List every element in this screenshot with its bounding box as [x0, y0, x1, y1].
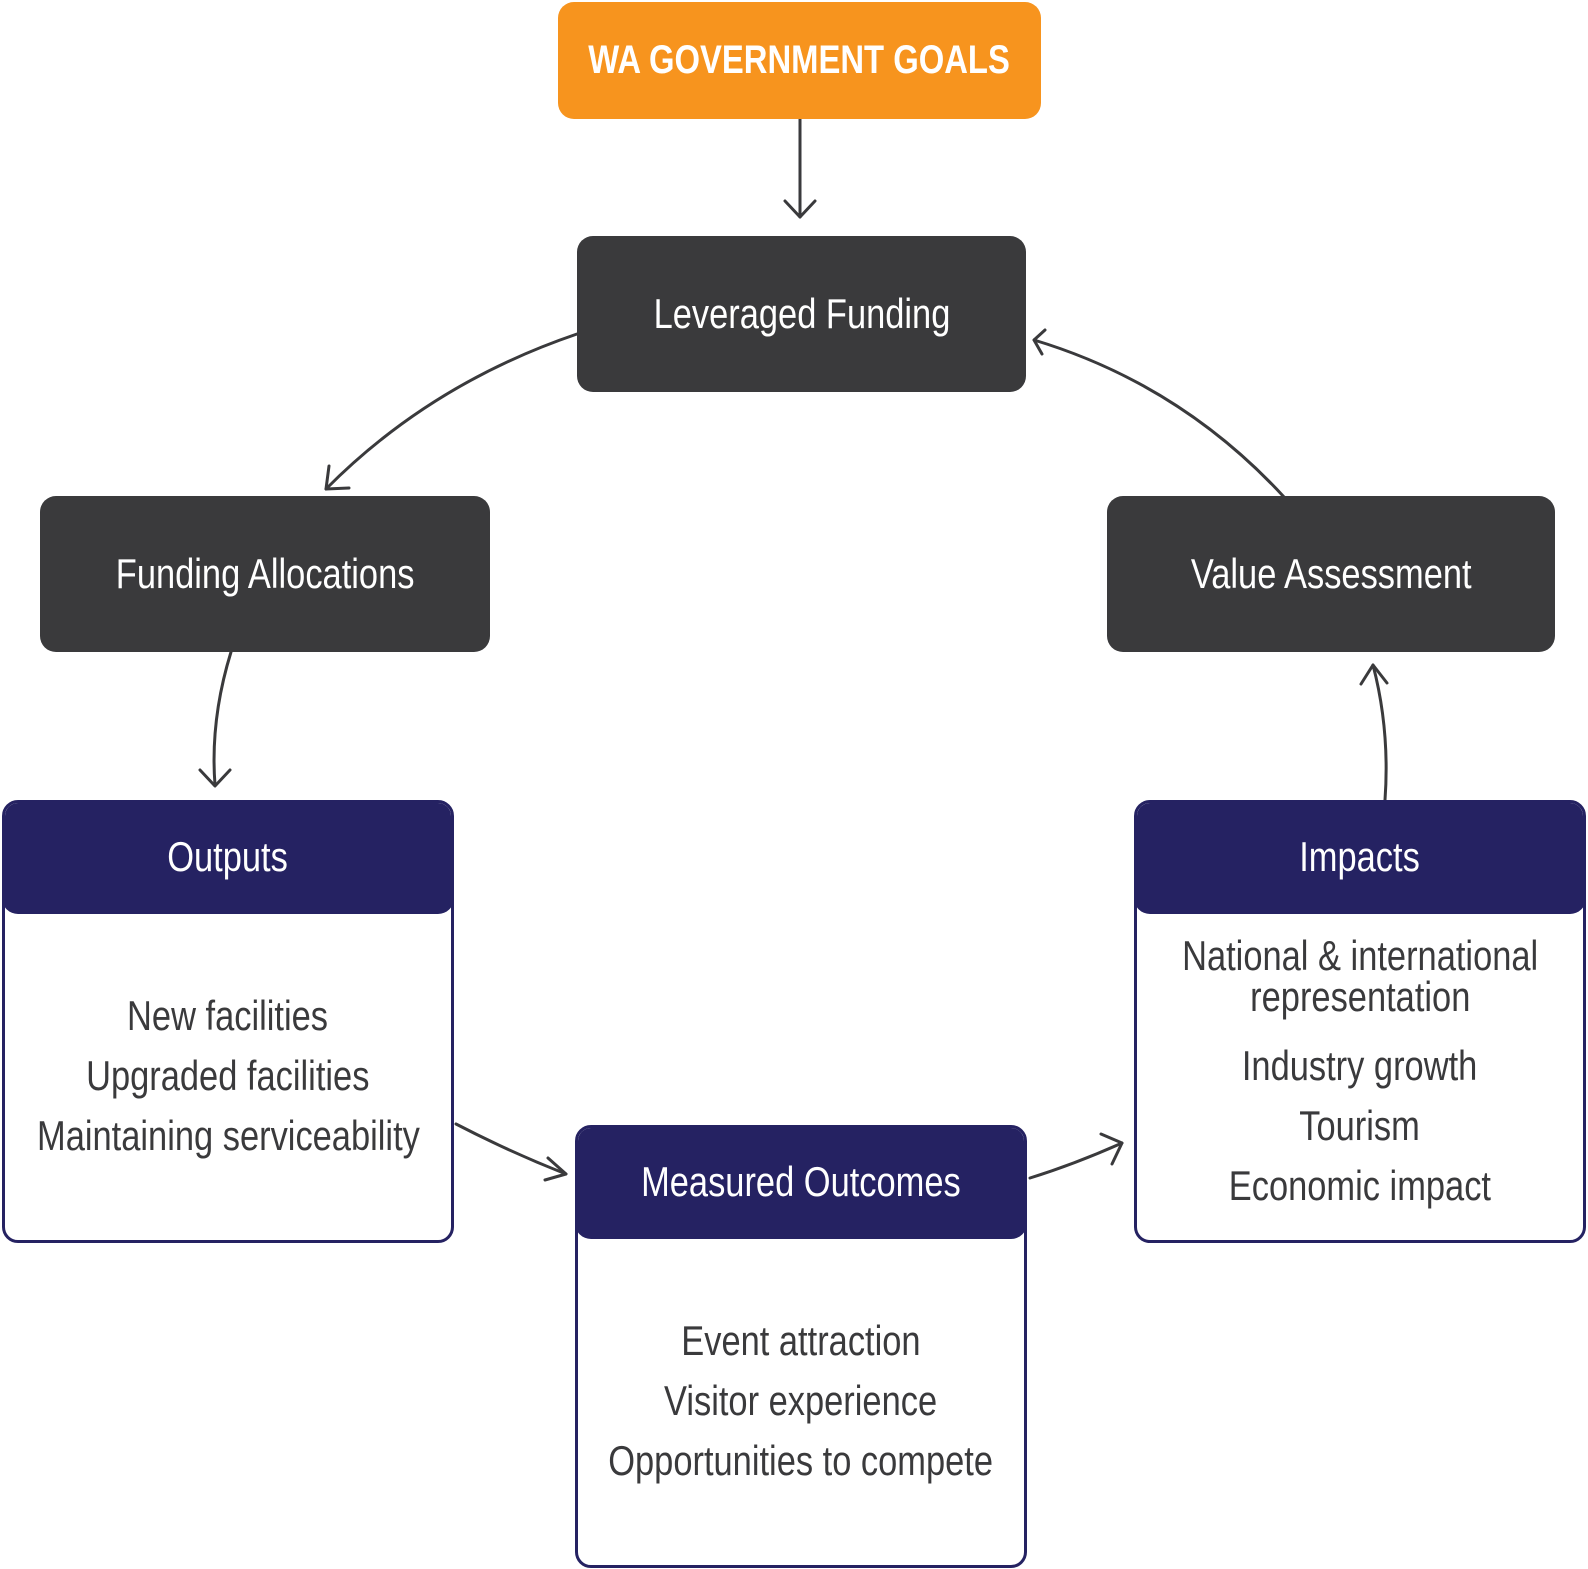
- arrowhead-impacts-to-value: [1359, 663, 1389, 686]
- measured-outcomes-item: Event attraction: [681, 1316, 921, 1364]
- connector-impacts-to-value: [1371, 663, 1388, 802]
- funding-allocations-box: Funding Allocations: [40, 496, 490, 652]
- value-assessment-label: Value Assessment: [1190, 550, 1472, 597]
- measured-outcomes-item: Visitor experience: [664, 1376, 938, 1424]
- arrowhead-measured-to-impacts: [1099, 1132, 1124, 1166]
- impacts-item: National & international representation: [1143, 932, 1577, 1020]
- impacts-item-line: representation: [1249, 973, 1471, 1020]
- measured-outcomes-header: Measured Outcomes: [578, 1128, 1024, 1239]
- impacts-title: Impacts: [1299, 833, 1421, 880]
- arrowhead-goal-to-leveraged-funding: [783, 199, 817, 219]
- connector-leveraged-to-allocations: [324, 332, 579, 491]
- connector-measured-to-impacts: [1028, 1141, 1124, 1180]
- outputs-title: Outputs: [167, 833, 289, 880]
- funding-allocations-label: Funding Allocations: [115, 550, 415, 597]
- impacts-panel: Impacts National & international represe…: [1134, 800, 1586, 1243]
- measured-outcomes-panel: Measured Outcomes Event attraction Visit…: [575, 1125, 1027, 1568]
- value-assessment-box: Value Assessment: [1107, 496, 1555, 652]
- outputs-item: Maintaining serviceability: [36, 1111, 420, 1159]
- arrowhead-value-to-leveraged: [1032, 328, 1047, 356]
- wa-government-goals-label: WA GOVERNMENT GOALS: [588, 38, 1011, 82]
- impacts-item-line: National & international: [1181, 932, 1539, 979]
- leveraged-funding-label: Leveraged Funding: [653, 290, 950, 337]
- connector-outputs-to-measured: [454, 1122, 568, 1176]
- outputs-header: Outputs: [5, 803, 451, 914]
- measured-outcomes-body: Event attraction Visitor experience Oppo…: [578, 1239, 1024, 1562]
- arrowhead-allocations-to-outputs: [198, 768, 232, 788]
- impacts-item: Tourism: [1299, 1102, 1421, 1149]
- impacts-item: Economic impact: [1228, 1162, 1492, 1209]
- outputs-item: Upgraded facilities: [86, 1051, 370, 1099]
- wa-government-goals-box: WA GOVERNMENT GOALS: [558, 2, 1041, 119]
- connector-allocations-to-outputs: [212, 650, 233, 787]
- arrowhead-leveraged-to-allocations: [324, 464, 351, 491]
- arrowhead-outputs-to-measured: [543, 1156, 568, 1182]
- connector-value-to-leveraged: [1032, 338, 1286, 499]
- outputs-body: New facilities Upgraded facilities Maint…: [5, 914, 451, 1237]
- impacts-item: Industry growth: [1242, 1042, 1478, 1089]
- measured-outcomes-item: Opportunities to compete: [608, 1436, 994, 1484]
- outputs-panel: Outputs New facilities Upgraded faciliti…: [2, 800, 454, 1243]
- leveraged-funding-box: Leveraged Funding: [577, 236, 1026, 392]
- measured-outcomes-title: Measured Outcomes: [641, 1158, 961, 1205]
- impacts-body: National & international representation …: [1137, 914, 1583, 1237]
- outputs-item: New facilities: [127, 991, 329, 1039]
- impacts-header: Impacts: [1137, 803, 1583, 914]
- connector-group: [198, 117, 1389, 1182]
